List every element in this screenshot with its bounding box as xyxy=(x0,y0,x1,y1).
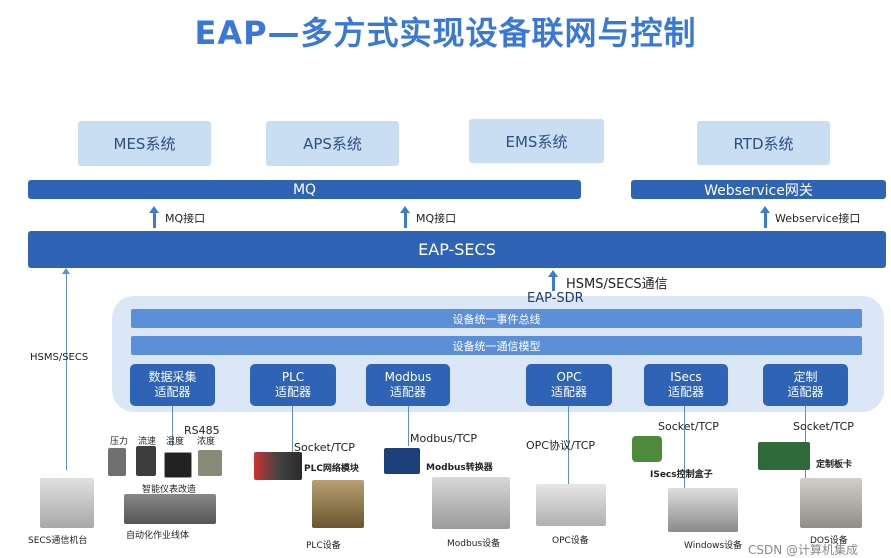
isecs-box-label: ISecs控制盒子 xyxy=(650,470,713,480)
event-bus-bar: 设备统一事件总线 xyxy=(131,309,862,328)
production-line-label: 自动化作业线体 xyxy=(126,531,190,541)
adapter-line1: 数据采集 xyxy=(148,370,197,384)
adapter-line2: 适配器 xyxy=(787,385,824,399)
instrument-retrofit-label: 智能仪表改造 xyxy=(142,485,197,495)
adapter-line2: 适配器 xyxy=(550,385,587,399)
arrow-stem xyxy=(404,213,407,228)
modbus-device-image xyxy=(432,477,510,529)
sensor-label: 压力 xyxy=(110,437,129,447)
adapter-line2: 适配器 xyxy=(389,385,426,399)
arrow-up-icon xyxy=(400,206,410,213)
arrow-stem xyxy=(552,277,555,291)
eap-secs-bar: EAP-SECS xyxy=(28,231,886,268)
system-rtd: RTD系统 xyxy=(697,121,830,165)
arrow-stem xyxy=(764,213,767,228)
plc-module-image xyxy=(254,452,302,480)
secs-machine-image xyxy=(40,478,94,528)
adapter-line1: Modbus xyxy=(384,370,432,384)
adapter-custom: 定制 适配器 xyxy=(763,364,848,406)
protocol-rs485: RS485 xyxy=(184,424,220,437)
arrow-up-icon xyxy=(149,206,159,213)
adapter-line1: PLC xyxy=(281,370,305,384)
connector-line xyxy=(408,406,409,446)
mq-bar: MQ xyxy=(28,180,581,199)
modbus-converter-label: Modbus转换器 xyxy=(426,463,493,473)
concentration-meter-image xyxy=(198,450,222,476)
system-ems: EMS系统 xyxy=(469,119,604,163)
opc-device-image xyxy=(536,484,606,526)
modbus-device-label: Modbus设备 xyxy=(447,539,501,549)
windows-device-image xyxy=(668,488,738,532)
windows-device-label: Windows设备 xyxy=(684,541,743,551)
arrow-up-icon xyxy=(548,270,558,277)
temperature-meter-image xyxy=(164,452,192,478)
arrow-stem xyxy=(153,213,156,228)
webservice-gateway-bar: Webservice网关 xyxy=(631,180,886,199)
production-line-image xyxy=(124,494,216,524)
plc-module-label: PLC网络模块 xyxy=(304,464,359,474)
adapter-line2: 适配器 xyxy=(667,385,704,399)
pressure-gauge-image xyxy=(108,448,126,476)
arrow-up-icon xyxy=(760,206,770,213)
isecs-box-image xyxy=(632,436,662,462)
opc-device-label: OPC设备 xyxy=(552,536,589,546)
mq-interface-label-2: MQ接口 xyxy=(416,212,457,225)
adapter-data-collection: 数据采集 适配器 xyxy=(130,364,215,406)
adapter-plc: PLC 适配器 xyxy=(250,364,336,406)
flow-meter-image xyxy=(136,446,156,476)
sensor-label: 流速 xyxy=(138,437,157,447)
hsms-secs-comm-label: HSMS/SECS通信 xyxy=(566,277,668,292)
plc-device-image xyxy=(312,480,364,528)
secs-machine-label: SECS通信机台 xyxy=(28,536,88,546)
adapter-line1: ISecs xyxy=(670,370,702,384)
protocol-modbus-tcp: Modbus/TCP xyxy=(410,432,477,445)
adapter-line2: 适配器 xyxy=(154,385,191,399)
protocol-socket-isecs: Socket/TCP xyxy=(658,420,719,433)
adapter-opc: OPC 适配器 xyxy=(526,364,612,406)
arrow-up-icon xyxy=(62,268,70,274)
connector-line xyxy=(568,406,569,486)
protocol-opc: OPC协议/TCP xyxy=(526,439,596,452)
mq-interface-label-1: MQ接口 xyxy=(165,212,206,225)
watermark: CSDN @计算机集成 xyxy=(748,543,859,557)
sensor-label: 浓度 xyxy=(197,437,216,447)
comm-model-bar: 设备统一通信模型 xyxy=(131,336,862,355)
connector-line xyxy=(172,406,173,446)
adapter-modbus: Modbus 适配器 xyxy=(366,364,450,406)
modbus-converter-image xyxy=(384,448,420,474)
secs-connector-line xyxy=(66,270,67,470)
dos-device-label: DOS设备 xyxy=(810,536,848,546)
sensor-label: 温度 xyxy=(166,437,185,447)
protocol-socket-custom: Socket/TCP xyxy=(793,420,854,433)
system-aps: APS系统 xyxy=(266,121,399,166)
eap-sdr-title: EAP-SDR xyxy=(527,291,584,306)
adapter-line2: 适配器 xyxy=(274,385,311,399)
plc-device-label: PLC设备 xyxy=(306,541,341,551)
adapter-isecs: ISecs 适配器 xyxy=(644,364,728,406)
connector-line xyxy=(684,406,685,496)
dos-device-image xyxy=(800,478,862,528)
system-mes: MES系统 xyxy=(78,121,211,166)
connector-line xyxy=(292,406,293,456)
protocol-socket-plc: Socket/TCP xyxy=(294,441,355,454)
hsms-secs-label: HSMS/SECS xyxy=(30,352,89,363)
adapter-line1: OPC xyxy=(556,370,582,384)
custom-board-image xyxy=(758,442,810,470)
custom-board-label: 定制板卡 xyxy=(816,460,853,470)
webservice-interface-label: Webservice接口 xyxy=(775,212,861,225)
adapter-line1: 定制 xyxy=(793,370,818,384)
page-title: EAP—多方式实现设备联网与控制 xyxy=(194,14,697,52)
